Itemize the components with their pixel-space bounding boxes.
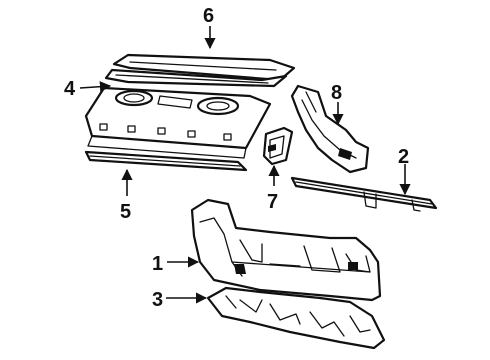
part-6-upper-panel [104, 53, 296, 88]
part-2-reinforcement-bar [290, 176, 438, 212]
callout-4: 4 [64, 78, 76, 100]
part-7-bracket [262, 126, 294, 166]
part-5-trim-strip [84, 150, 248, 172]
part-3-insulator-pad [206, 286, 386, 350]
callout-6: 6 [203, 5, 214, 27]
leader-lines [79, 26, 411, 304]
part-1-trunk-floor-pan [190, 198, 382, 302]
part-4-package-shelf [84, 86, 272, 159]
leader-4 [79, 81, 112, 93]
callout-1: 1 [152, 253, 163, 275]
callout-5: 5 [120, 201, 131, 223]
part-8-side-panel [290, 84, 370, 174]
callout-8: 8 [331, 82, 342, 104]
callout-2: 2 [398, 146, 409, 168]
callout-7: 7 [267, 191, 278, 213]
callout-3: 3 [152, 289, 163, 311]
callout-labels: 6 4 8 2 5 7 1 3 [64, 5, 409, 311]
